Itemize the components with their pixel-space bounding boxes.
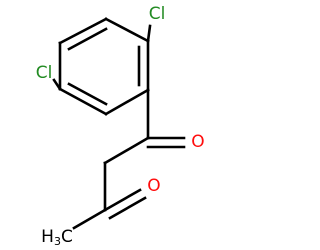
methyl-h: H	[41, 227, 54, 247]
methyl-subscript: 3	[54, 235, 61, 248]
ring-bond-c5-c6	[104, 88, 150, 116]
atom-methyl-group: H3C	[41, 227, 73, 248]
atom-oxygen-ketone: O	[191, 132, 204, 152]
bond-ketone-oxygen-2	[108, 196, 147, 220]
ring-double-bond-c2-c3	[67, 27, 108, 51]
methyl-c: C	[61, 227, 73, 247]
bond-ketone-methyl	[72, 208, 107, 230]
benzene-ring	[58, 17, 150, 116]
atom-oxygen-methyl-ketone: O	[147, 176, 160, 196]
bond-carbonyl-ch2	[103, 136, 150, 165]
molecule-structure: Cl Cl O O H3C	[36, 4, 205, 248]
ring-bond-c4-c5	[58, 87, 108, 116]
atom-chlorine-left: Cl	[36, 63, 53, 83]
bond-ketone-oxygen-1	[103, 188, 142, 212]
atom-chlorine-top: Cl	[149, 4, 166, 24]
ring-bond-c2-c3	[58, 17, 108, 45]
ring-bond-c1-c2	[104, 17, 150, 43]
ring-double-bond-c4-c5	[67, 82, 108, 106]
bond-ring-cl-top	[146, 24, 152, 43]
bond-ring-cl-left	[52, 78, 62, 91]
